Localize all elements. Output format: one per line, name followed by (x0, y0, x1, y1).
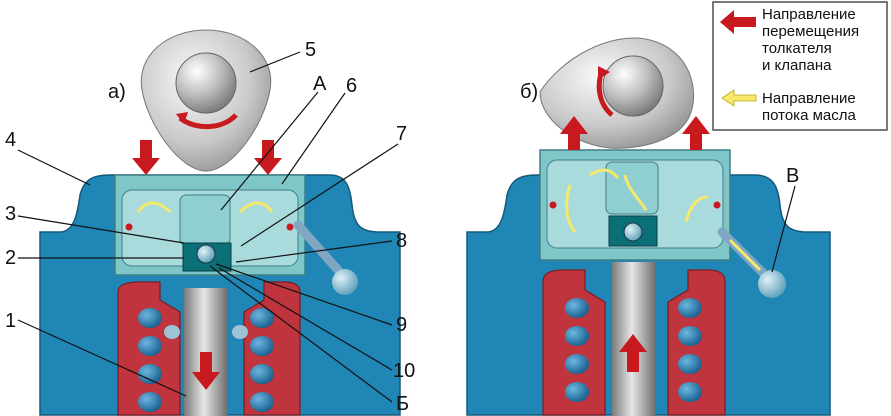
legend-item-2: Направление потока масла (762, 90, 860, 124)
panel-b-label: б) (520, 81, 538, 103)
callout-A: А (313, 73, 327, 95)
callout-1: 1 (5, 310, 16, 332)
valve-spring-left (138, 308, 274, 412)
callout-B: Б (396, 393, 409, 415)
legend-yellow-arrow-icon (721, 89, 757, 107)
legend-item-1-line-2: перемещения (762, 23, 859, 40)
callout-5: 5 (305, 39, 316, 61)
plunger-right (605, 161, 659, 215)
panel-b (466, 37, 831, 416)
callout-7: 7 (396, 123, 407, 145)
legend-item-1-line-1: Направление (762, 6, 856, 23)
cam-hub-left (175, 52, 237, 114)
panel-a-label: а) (108, 81, 126, 103)
legend-item-1: Направление перемещения толкателя и клап… (762, 6, 863, 74)
legend: Направление перемещения толкателя и клап… (712, 1, 888, 131)
check-ball-right (623, 222, 643, 242)
legend-item-2-line-2: потока масла (762, 107, 856, 124)
callout-lines (17, 51, 796, 403)
callout-8: 8 (396, 230, 407, 252)
legend-item-1-line-4: и клапана (762, 57, 832, 74)
valve-spring-right (565, 298, 702, 402)
lifter-motion-arrows-a (132, 140, 282, 390)
legend-red-arrow-icon (720, 10, 756, 34)
lifter-motion-arrows-b (560, 116, 710, 372)
oil-channel-left (293, 220, 350, 283)
oil-flow-arrows-b (565, 168, 762, 272)
callout-4: 4 (5, 129, 16, 151)
callout-9: 9 (396, 314, 407, 336)
callout-6: 6 (346, 75, 357, 97)
plunger-left (179, 194, 231, 246)
callout-10: 10 (393, 360, 415, 382)
legend-item-2-line-1: Направление (762, 90, 856, 107)
legend-item-1-line-3: толкателя (762, 40, 832, 57)
callout-3: 3 (5, 203, 16, 225)
callout-V: В (786, 165, 799, 187)
check-ball-left (196, 244, 216, 264)
callout-2: 2 (5, 247, 16, 269)
cam-hub-right (602, 55, 664, 117)
